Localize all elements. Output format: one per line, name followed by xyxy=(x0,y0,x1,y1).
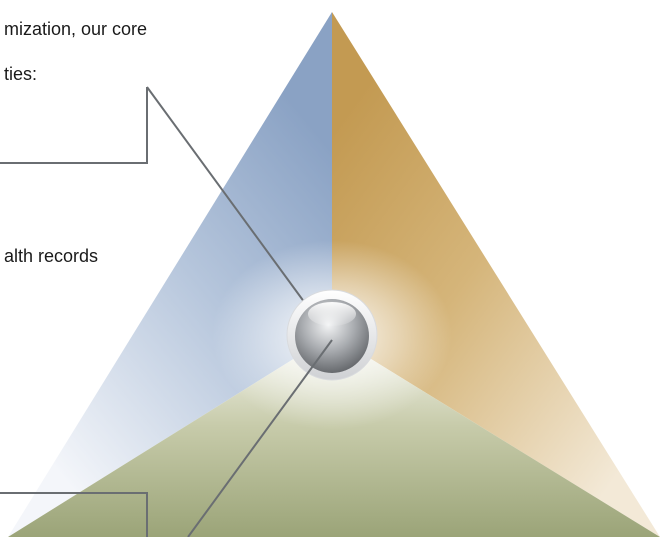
center-orb-shine xyxy=(308,302,356,326)
callout-text-line-1: mization, our core xyxy=(4,19,148,39)
callout-text-line-3: alth records xyxy=(4,246,99,266)
callout-box-bottom xyxy=(0,492,148,537)
pyramid-face-right xyxy=(332,12,660,537)
callout-box-top xyxy=(0,87,148,164)
pyramid-face-left xyxy=(8,12,332,537)
connector-line-bottom xyxy=(187,339,333,537)
callout-text-line-2: ties: xyxy=(4,64,38,84)
pyramid-face-bottom xyxy=(8,335,660,537)
connector-line-top xyxy=(146,86,333,341)
